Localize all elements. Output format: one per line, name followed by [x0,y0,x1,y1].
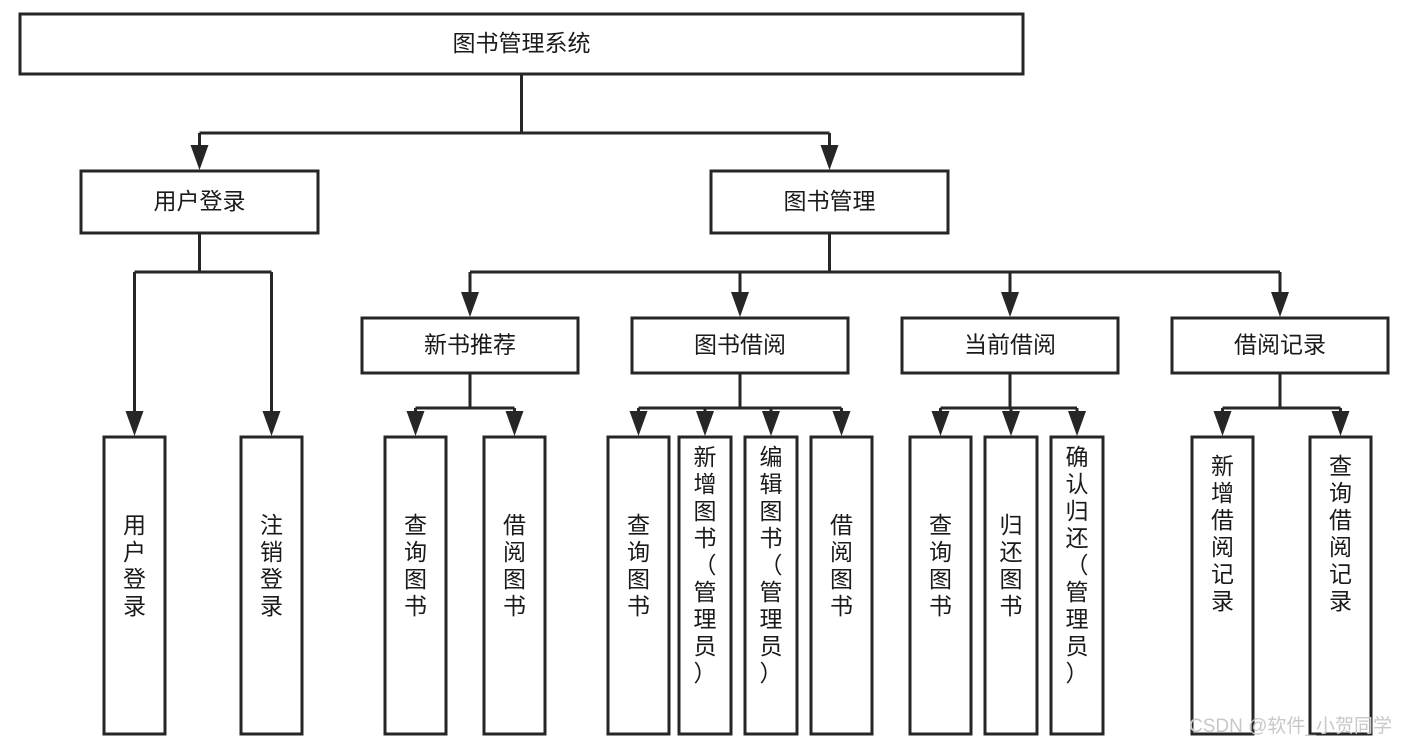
node-box-borrow-record[interactable] [1170,316,1390,375]
node-book-management[interactable]: 图书管理 [709,169,950,235]
node-leaf-query-book-recommend[interactable]: 查询图书 [383,435,448,736]
node-book-borrow[interactable]: 图书借阅 [630,316,850,375]
node-box-root[interactable] [18,12,1025,76]
node-box-leaf-query-book-borrow[interactable] [606,435,671,736]
node-label-leaf-return-book: 归还图书 [1000,512,1023,619]
node-box-leaf-user-logout[interactable] [239,435,304,736]
arrow-head-icon [629,411,648,436]
node-label-leaf-user-login: 用户登录 [123,512,146,619]
node-box-leaf-return-book[interactable] [983,435,1039,736]
node-label-root: 图书管理系统 [453,30,591,56]
node-box-leaf-query-book-current[interactable] [908,435,973,736]
arrow-head-icon [505,411,524,436]
node-label-leaf-confirm-return: 确认归还（管理员） [1066,444,1089,686]
node-user-login[interactable]: 用户登录 [79,169,320,235]
node-box-book-management[interactable] [709,169,950,235]
arrow-head-icon [696,411,714,436]
arrow-head-icon [1213,411,1232,436]
node-box-leaf-add-borrow-record[interactable] [1190,435,1255,736]
csdn-watermark: CSDN @软件_小贺同学 [1189,715,1392,737]
arrow-head-icon [832,411,851,436]
node-leaf-return-book[interactable]: 归还图书 [983,435,1039,736]
node-borrow-record[interactable]: 借阅记录 [1170,316,1390,375]
arrow-head-icon [190,145,209,170]
arrow-head-icon [820,145,839,170]
arrow-head-icon [262,411,281,436]
node-label-leaf-query-book-borrow: 查询图书 [627,512,650,619]
nodes-layer: 图书管理系统用户登录图书管理新书推荐图书借阅当前借阅借阅记录用户登录注销登录查询… [18,12,1390,736]
node-leaf-add-borrow-record[interactable]: 新增借阅记录 [1190,435,1255,736]
node-box-leaf-query-book-recommend[interactable] [383,435,448,736]
node-label-leaf-query-borrow-record: 查询借阅记录 [1329,453,1352,614]
node-root[interactable]: 图书管理系统 [18,12,1025,76]
arrow-head-icon [731,292,749,317]
node-box-user-login[interactable] [79,169,320,235]
arrow-head-icon [1068,411,1086,436]
arrow-head-icon [406,411,425,436]
node-leaf-confirm-return[interactable]: 确认归还（管理员） [1049,435,1105,736]
node-label-current-borrow: 当前借阅 [964,332,1056,358]
arrow-head-icon [1001,292,1019,317]
watermark-layer: CSDN @软件_小贺同学 [1189,715,1392,737]
node-leaf-borrow-book[interactable]: 借阅图书 [809,435,874,736]
arrow-head-icon [461,292,479,317]
arrow-head-icon [1331,411,1350,436]
connectors-layer [125,74,1350,436]
node-box-current-borrow[interactable] [900,316,1120,375]
node-box-leaf-user-login[interactable] [102,435,167,736]
node-label-new-book-recommend: 新书推荐 [424,332,516,358]
node-label-borrow-record: 借阅记录 [1234,332,1326,358]
arrow-head-icon [931,411,950,436]
node-box-leaf-borrow-book-recommend[interactable] [482,435,547,736]
node-box-leaf-borrow-book[interactable] [809,435,874,736]
node-box-book-borrow[interactable] [630,316,850,375]
node-leaf-edit-book[interactable]: 编辑图书（管理员） [743,435,799,736]
node-leaf-query-borrow-record[interactable]: 查询借阅记录 [1308,435,1373,736]
arrow-head-icon [1271,292,1289,317]
node-label-leaf-borrow-book: 借阅图书 [830,512,853,619]
node-leaf-user-login[interactable]: 用户登录 [102,435,167,736]
node-label-book-borrow: 图书借阅 [694,332,786,358]
node-leaf-borrow-book-recommend[interactable]: 借阅图书 [482,435,547,736]
node-label-leaf-query-book-recommend: 查询图书 [404,512,427,619]
node-leaf-query-book-current[interactable]: 查询图书 [908,435,973,736]
node-label-leaf-edit-book: 编辑图书（管理员） [760,444,783,686]
node-current-borrow[interactable]: 当前借阅 [900,316,1120,375]
node-box-leaf-query-borrow-record[interactable] [1308,435,1373,736]
node-label-leaf-borrow-book-recommend: 借阅图书 [503,512,526,619]
node-label-leaf-user-logout: 注销登录 [260,512,283,619]
arrow-head-icon [125,411,144,436]
node-label-leaf-add-book: 新增图书（管理员） [694,444,717,686]
node-leaf-query-book-borrow[interactable]: 查询图书 [606,435,671,736]
arrow-head-icon [1002,411,1020,436]
node-box-leaf-edit-book[interactable] [743,435,799,736]
node-label-user-login: 用户登录 [154,188,246,214]
node-label-leaf-add-borrow-record: 新增借阅记录 [1211,453,1234,614]
node-box-leaf-add-book[interactable] [677,435,733,736]
node-leaf-user-logout[interactable]: 注销登录 [239,435,304,736]
node-box-new-book-recommend[interactable] [360,316,580,375]
node-label-leaf-query-book-current: 查询图书 [929,512,952,619]
node-new-book-recommend[interactable]: 新书推荐 [360,316,580,375]
node-leaf-add-book[interactable]: 新增图书（管理员） [677,435,733,736]
arrow-head-icon [762,411,780,436]
node-box-leaf-confirm-return[interactable] [1049,435,1105,736]
node-label-book-management: 图书管理 [784,188,876,214]
